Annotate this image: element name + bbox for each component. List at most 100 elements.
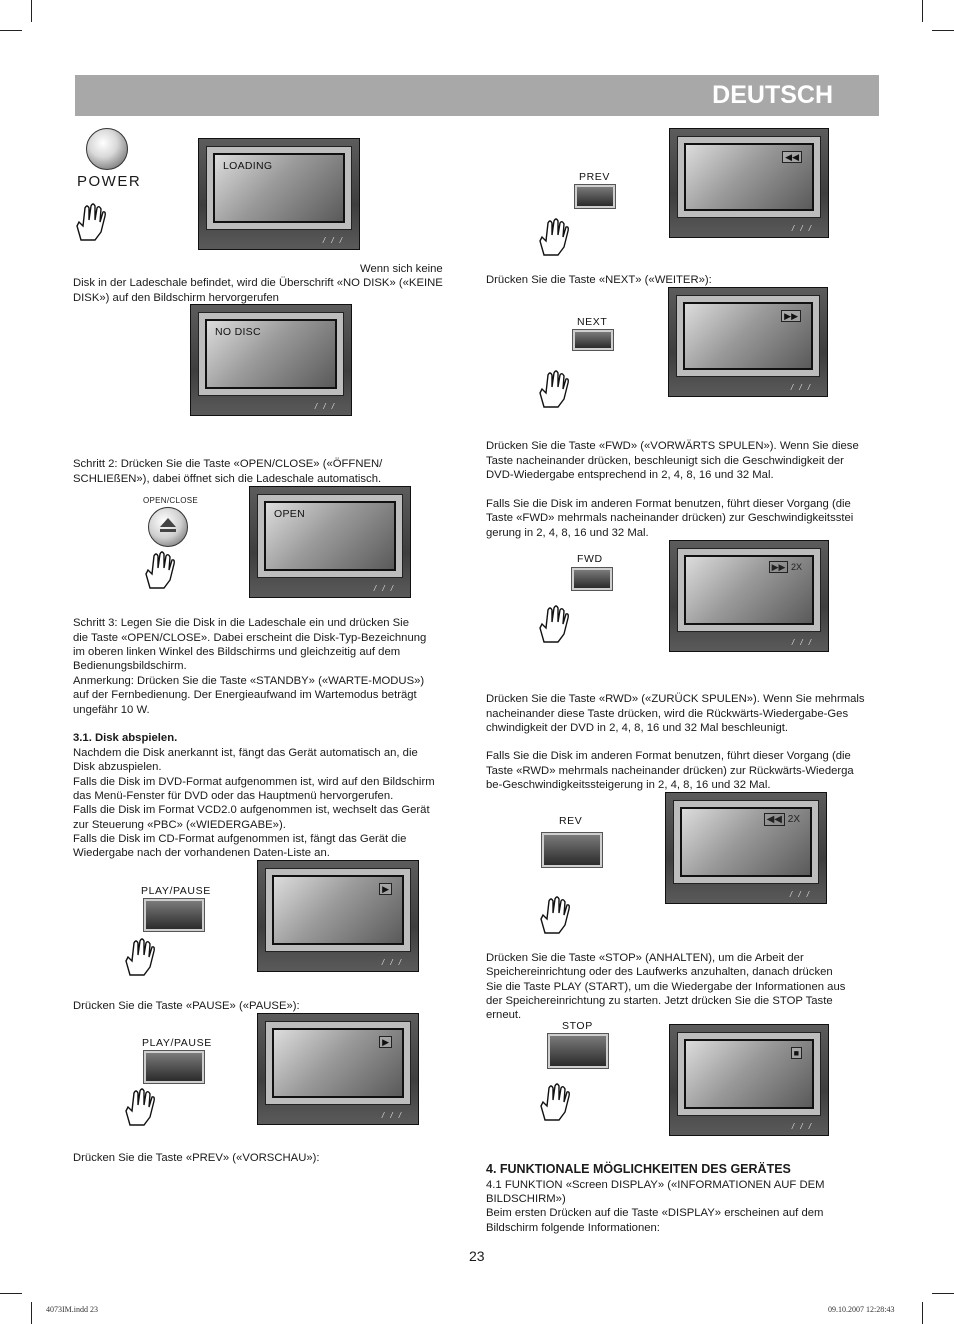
rev-speed-text: 2X <box>787 814 800 825</box>
sec31-text-4: das Menü-Fenster für DVD oder das Hauptm… <box>73 790 394 802</box>
tv-screen-rev: ◀◀ 2X / / / <box>665 792 827 904</box>
rwd-text-2: nacheinander diese Taste drücken, wird d… <box>486 708 849 720</box>
eject-button-icon <box>148 507 188 547</box>
tv-screen-play: ▶/ / / <box>257 860 419 972</box>
rwd-text-4: Falls Sie die Disk im anderen Format ben… <box>486 750 851 762</box>
sec4-text-3: Beim ersten Drücken auf die Taste «DISPL… <box>486 1207 824 1219</box>
nodisk-text-1: Wenn sich keine <box>360 263 443 275</box>
fwd-text-4: Falls Sie die Disk im anderen Format ben… <box>486 498 851 510</box>
step3-text-6: auf der Fernbedienung. Der Energieaufwan… <box>73 689 417 701</box>
crop-mark <box>932 1293 954 1294</box>
fwd-button-icon <box>571 567 613 591</box>
rwd-text-6: be-Geschwindigkeitssteigerung in 2, 4, 8… <box>486 779 771 791</box>
rwd-text-1: Drücken Sie die Taste «RWD» («ZURÜCK SPU… <box>486 693 865 705</box>
sec31-text-7: Falls die Disk im CD-Format aufgenommen … <box>73 833 407 845</box>
sec31-text-8: Wiedergabe nach der vorhandenen Daten-Li… <box>73 847 330 859</box>
stop-label: STOP <box>562 1020 593 1032</box>
stop-icon: ■ <box>790 1047 802 1059</box>
tv-screen-pause: ▶/ / / <box>257 1013 419 1125</box>
crop-mark <box>922 0 923 22</box>
tv-screen-no-disc: NO DISC/ / / <box>190 304 352 416</box>
tv-screen-next: ▶▶/ / / <box>668 287 828 397</box>
crop-mark <box>922 1302 923 1324</box>
stop-text-4: der Speichereinrichtung zu starten. Jetz… <box>486 995 833 1007</box>
fwd-text-1: Drücken Sie die Taste «FWD» («VORWÄRTS S… <box>486 440 859 452</box>
header-title: DEUTSCH <box>712 81 833 109</box>
pointing-hand-icon <box>540 1083 570 1121</box>
sec31-text-3: Falls die Disk im DVD-Format aufgenommen… <box>73 776 435 788</box>
step3-text-4: Bedienungsbildschirm. <box>73 660 187 672</box>
tv-screen-fwd: ▶▶ 2X / / / <box>669 540 829 652</box>
stop-text-3: Sie die Taste PLAY (START), um die Wiede… <box>486 981 846 993</box>
play-pause-label: PLAY/PAUSE <box>142 1037 212 1049</box>
section-3-1-heading: 3.1. Disk abspielen. <box>73 732 178 744</box>
power-button-icon <box>86 128 128 170</box>
next-label: NEXT <box>577 316 608 328</box>
fast-forward-icon: ▶▶ 2X <box>768 561 802 573</box>
fwd-text-5: Taste «FWD» mehrmals nacheinander drücke… <box>486 512 854 524</box>
tv-screen-stop: ■/ / / <box>669 1024 829 1136</box>
nodisk-text-2: Disk in der Ladeschale befindet, wird di… <box>73 277 443 289</box>
next-text: Drücken Sie die Taste «NEXT» («WEITER»): <box>486 274 712 286</box>
prev-label: PREV <box>579 171 610 183</box>
sec31-text-1: Nachdem die Disk anerkannt ist, fängt da… <box>73 747 418 759</box>
pointing-hand-icon <box>125 1088 155 1126</box>
pointing-hand-icon <box>539 218 569 256</box>
fwd-speed-text: 2X <box>790 562 802 572</box>
rwd-text-3: chwindigkeit der DVD in 2, 4, 8, 16 und … <box>486 722 789 734</box>
sec31-text-6: zur Steuerung «PBC» («WIEDERGABE»). <box>73 819 286 831</box>
pointing-hand-icon <box>540 896 570 934</box>
crop-mark <box>0 30 22 31</box>
fwd-text-3: DVD-Wiedergabe entsprechend in 2, 4, 8, … <box>486 469 774 481</box>
step3-text-5: Anmerkung: Drücken Sie die Taste «STANDB… <box>73 675 425 687</box>
fwd-text-2: Taste nacheinander drücken, beschleunigt… <box>486 455 844 467</box>
prev-text: Drücken Sie die Taste «PREV» («VORSCHAU»… <box>73 1152 320 1164</box>
screen-text-open: OPEN <box>274 508 305 520</box>
screen-text-loading: LOADING <box>223 160 273 172</box>
play-pause-button-icon <box>143 1050 205 1084</box>
language-header: DEUTSCH <box>75 75 879 116</box>
rwd-text-5: Taste «RWD» mehrmals nacheinander drücke… <box>486 765 854 777</box>
sec31-text-2: Disk abzuspielen. <box>73 761 162 773</box>
sec4-text-2: BILDSCHIRM») <box>486 1193 566 1205</box>
sec4-text-4: Bildschirm folgende Informationen: <box>486 1222 660 1234</box>
step3-text-1: Schritt 3: Legen Sie die Disk in die Lad… <box>73 617 409 629</box>
pointing-hand-icon <box>539 605 569 643</box>
rev-button-icon <box>541 832 603 868</box>
footer-date: 09.10.2007 12:28:43 <box>828 1305 895 1314</box>
sec31-text-5: Falls die Disk im Format VCD2.0 aufgenom… <box>73 804 430 816</box>
step3-text-7: ungefähr 10 W. <box>73 704 150 716</box>
crop-mark <box>31 0 32 22</box>
tv-screen-prev: ◀◀/ / / <box>669 128 829 238</box>
pause-text: Drücken Sie die Taste «PAUSE» («PAUSE»): <box>73 1000 300 1012</box>
sec4-text-1: 4.1 FUNKTION «Screen DISPLAY» («INFORMAT… <box>486 1179 825 1191</box>
next-icon: ▶▶ <box>781 310 801 322</box>
pointing-hand-icon <box>125 938 155 976</box>
prev-button-icon <box>574 184 616 209</box>
section-4-heading: 4. FUNKTIONALE MÖGLICHKEITEN DES GERÄTES <box>486 1162 791 1176</box>
tv-screen-open: OPEN/ / / <box>249 486 411 598</box>
stop-text-1: Drücken Sie die Taste «STOP» (ANHALTEN),… <box>486 952 804 964</box>
pointing-hand-icon <box>539 370 569 408</box>
page-number: 23 <box>469 1248 485 1264</box>
rev-label: REV <box>559 815 583 827</box>
crop-mark <box>0 1293 22 1294</box>
stop-button-icon <box>547 1033 609 1069</box>
prev-icon: ◀◀ <box>782 151 802 163</box>
step3-text-3: im oberen linken Winkel des Bildschirms … <box>73 646 401 658</box>
play-pause-label: PLAY/PAUSE <box>141 885 211 897</box>
screen-text-no-disc: NO DISC <box>215 326 261 338</box>
step2-text-1: Schritt 2: Drücken Sie die Taste «OPEN/C… <box>73 458 383 470</box>
play-pause-button-icon <box>143 898 205 932</box>
stop-text-5: erneut. <box>486 1009 522 1021</box>
nodisk-text-3: DISK») auf den Bildschirm hervorgerufen <box>73 292 279 304</box>
pointing-hand-icon <box>76 203 106 241</box>
footer-file: 4073IM.indd 23 <box>46 1305 98 1314</box>
play-icon: ▶ <box>379 883 392 895</box>
step2-text-2: SCHLIEßEN»), dabei öffnet sich die Lades… <box>73 473 382 485</box>
open-close-label: OPEN/CLOSE <box>143 496 199 505</box>
step3-text-2: die Taste «OPEN/CLOSE». Dabei erscheint … <box>73 632 427 644</box>
fwd-text-6: gerung in 2, 4, 8, 16 und 32 Mal. <box>486 527 649 539</box>
pointing-hand-icon <box>145 551 175 589</box>
fwd-label: FWD <box>577 553 603 565</box>
